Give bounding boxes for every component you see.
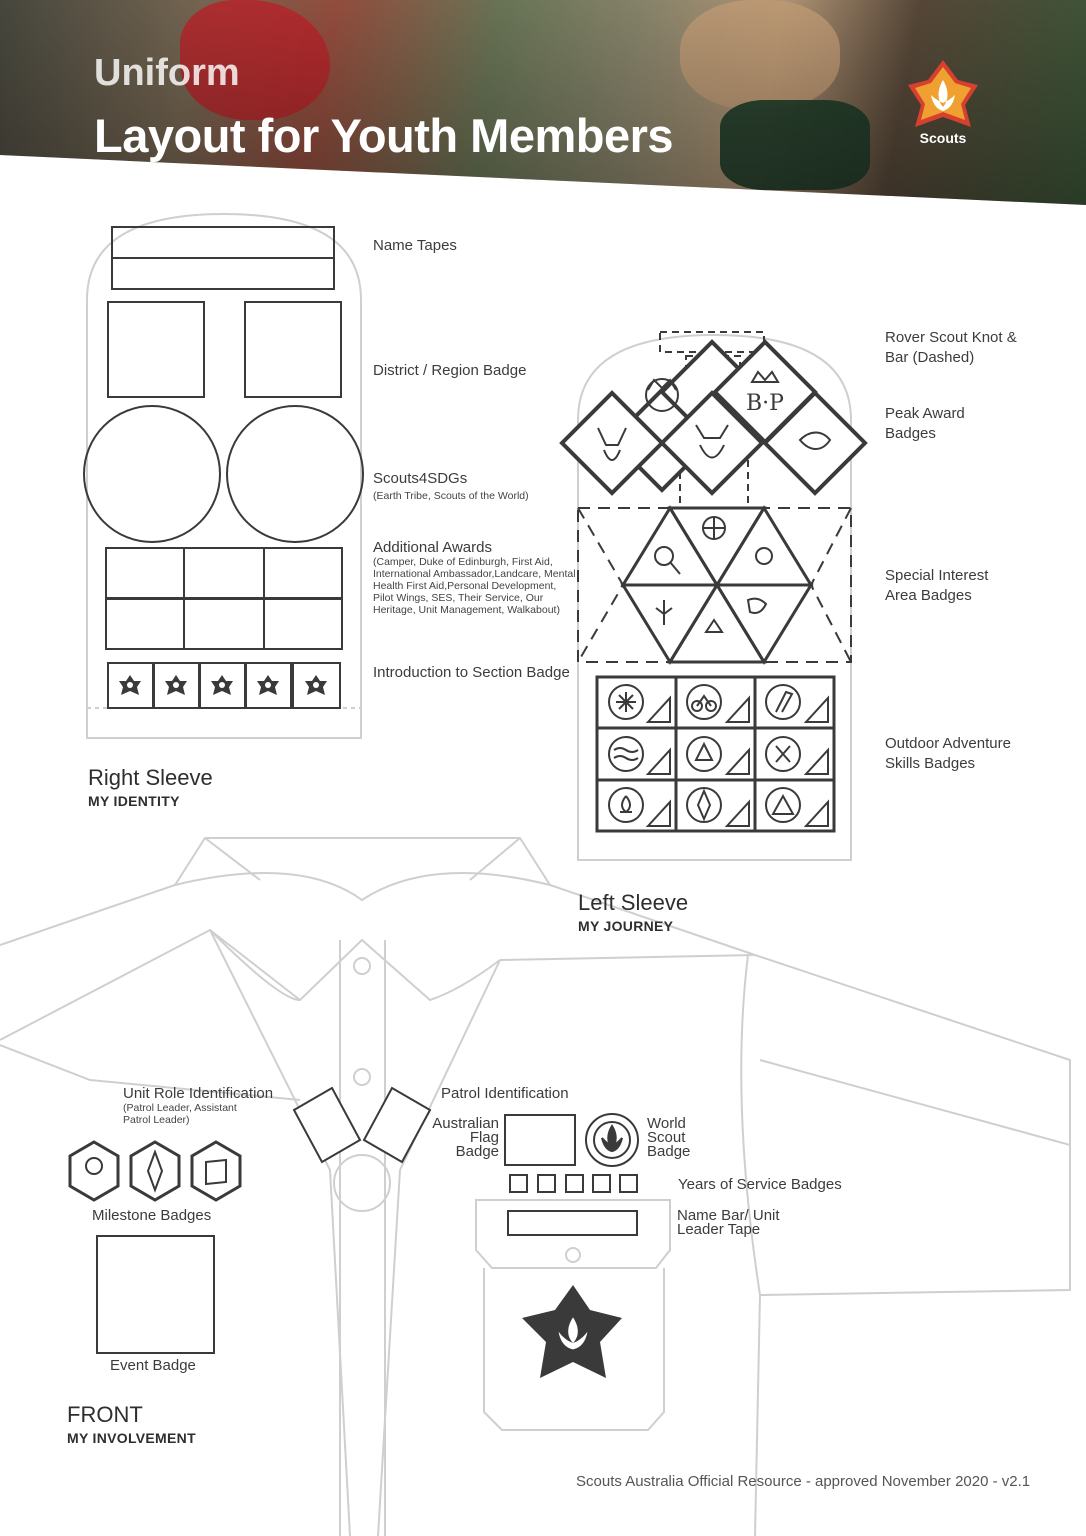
district-badge-left: [107, 301, 205, 398]
pocket: [475, 1199, 671, 1431]
label-unit-role-note: (Patrol Leader, Assistant Patrol Leader): [123, 1102, 237, 1126]
left-sleeve-outline: [577, 333, 852, 861]
footer-text: Scouts Australia Official Resource - app…: [576, 1473, 1031, 1490]
label-world-scout: World Scout Badge: [647, 1115, 691, 1160]
australian-flag-badge: [504, 1114, 576, 1166]
name-tape-top: [111, 226, 335, 259]
peak-award-icons: B·P: [597, 370, 832, 461]
label-unit-role: Unit Role Identification: [123, 1085, 274, 1102]
outdoor-adventure-skills-badges: [595, 675, 836, 833]
header-title: Layout for Youth Members: [94, 109, 674, 162]
label-name-tapes: Name Tapes: [373, 237, 457, 254]
right-sleeve-outline: [86, 212, 362, 739]
sdg-badge-left: [83, 405, 221, 543]
label-name-bar: Name Bar/ Unit Leader Tape: [677, 1207, 780, 1238]
label-sdgs: Scouts4SDGs: [373, 470, 468, 487]
label-district-badge: District / Region Badge: [373, 362, 527, 379]
pocket-scout-emblem: [522, 1285, 622, 1378]
unit-role-badges: [292, 1086, 432, 1164]
label-flag: Australian Flag Badge: [432, 1115, 499, 1160]
event-badge: [96, 1235, 215, 1354]
label-additional-awards-note: (Camper, Duke of Edinburgh, First Aid, I…: [373, 556, 576, 616]
label-sdgs-note: (Earth Tribe, Scouts of the World): [373, 490, 529, 502]
label-peak-award: Peak Award Badges: [885, 405, 965, 442]
label-sia: Special Interest Area Badges: [885, 567, 989, 604]
special-interest-area-badges: [620, 505, 814, 665]
label-milestone: Milestone Badges: [92, 1207, 212, 1224]
years-of-service-badges: [509, 1174, 638, 1193]
right-sleeve-subtitle: MY IDENTITY: [88, 793, 180, 809]
label-event-badge: Event Badge: [110, 1357, 196, 1374]
necker: [209, 929, 501, 1536]
header-subtitle: Uniform: [94, 52, 240, 94]
sdg-badge-right: [226, 405, 364, 543]
scouts-logo-icon: [908, 60, 978, 127]
left-sleeve-subtitle: MY JOURNEY: [578, 918, 674, 934]
peak-award-badges: [559, 339, 868, 496]
front-subtitle: MY INVOLVEMENT: [67, 1430, 196, 1446]
logo-text: Scouts: [919, 130, 967, 146]
label-oas: Outdoor Adventure Skills Badges: [885, 735, 1011, 772]
svg-text:B·P: B·P: [746, 391, 784, 416]
district-badge-right: [244, 301, 342, 398]
oas-icons: [608, 684, 829, 827]
label-intro-section: Introduction to Section Badge: [373, 664, 570, 681]
label-rover-knot: Rover Scout Knot & Bar (Dashed): [885, 329, 1017, 366]
intro-section-badges: [107, 662, 341, 709]
label-years-service: Years of Service Badges: [678, 1176, 842, 1193]
front-title: FRONT: [67, 1402, 143, 1427]
left-sleeve-title: Left Sleeve: [578, 890, 689, 915]
name-tape-bottom: [111, 257, 335, 290]
world-scout-badge: [585, 1113, 639, 1167]
milestone-badges: [68, 1140, 242, 1202]
label-additional-awards: Additional Awards: [373, 539, 492, 556]
sia-icons: [654, 516, 773, 633]
sia-dashed-frame: [577, 507, 852, 663]
name-bar: [507, 1210, 638, 1236]
additional-awards-grid: [105, 547, 343, 650]
label-patrol: Patrol Identification: [441, 1085, 569, 1102]
right-sleeve-title: Right Sleeve: [88, 765, 213, 790]
